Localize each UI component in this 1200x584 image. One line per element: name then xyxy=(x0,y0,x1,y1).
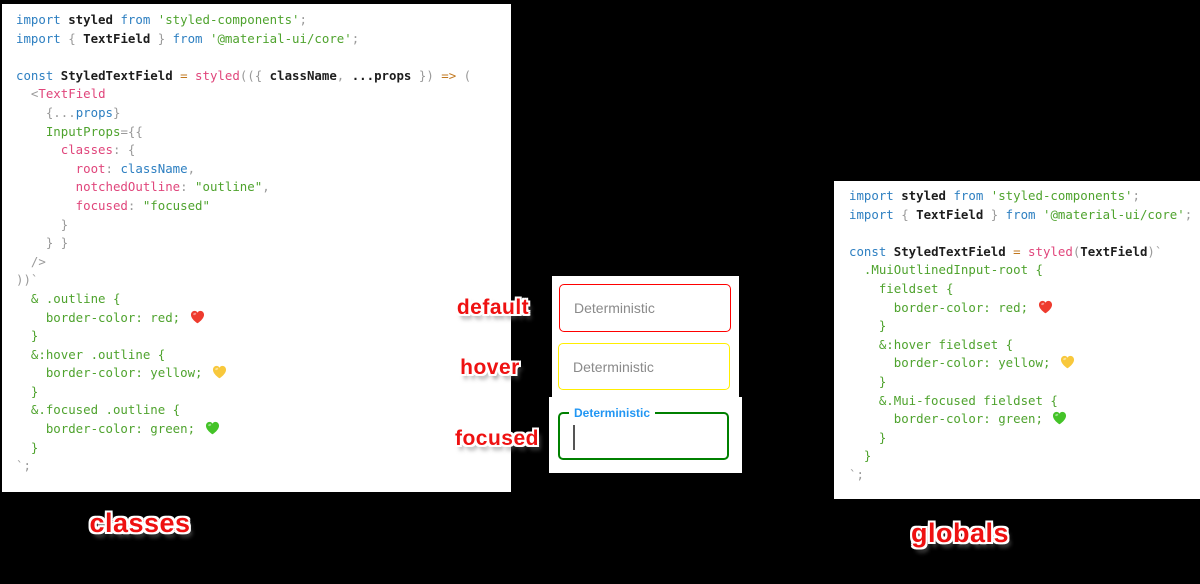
code-line: } xyxy=(849,429,887,445)
classes-code-block: import styled from 'styled-components'; i… xyxy=(2,4,511,492)
textfield-demo-panel-top xyxy=(552,276,739,397)
code-line: } xyxy=(849,448,872,464)
code-line xyxy=(16,48,511,67)
green-heart-emoji xyxy=(1053,412,1067,425)
code-line: {...props} xyxy=(16,104,121,120)
focused-state-caption: focused xyxy=(454,427,539,450)
code-line: border-color: red; xyxy=(849,299,1200,318)
code-line: } xyxy=(16,383,39,399)
textfield-hover-input[interactable] xyxy=(573,344,713,389)
code-line: } xyxy=(849,373,887,389)
code-line: classes: { xyxy=(16,142,136,158)
code-line: `; xyxy=(849,466,864,482)
textfield-default-input[interactable] xyxy=(574,285,714,331)
code-line: import styled from 'styled-components'; xyxy=(16,12,307,27)
default-state-caption: default xyxy=(456,296,530,319)
code-line: root: className, xyxy=(16,160,196,176)
textfield-focused[interactable]: Deterministic xyxy=(558,405,729,460)
textfield-default[interactable] xyxy=(559,284,731,332)
code-line: &.Mui-focused fieldset { xyxy=(849,392,1058,408)
code-line: ))` xyxy=(16,272,39,288)
globals-code-block: import styled from 'styled-components'; i… xyxy=(834,181,1200,499)
code-line: <TextField xyxy=(16,86,106,102)
code-line: fieldset { xyxy=(849,280,954,296)
code-line: } xyxy=(16,328,39,344)
code-line: } xyxy=(849,318,887,334)
code-line: border-color: yellow; xyxy=(849,354,1200,373)
code-line: &:hover .outline { xyxy=(16,346,166,362)
code-line: notchedOutline: "outline", xyxy=(16,179,270,195)
code-line: /> xyxy=(16,253,46,269)
code-line: import { TextField } from '@material-ui/… xyxy=(849,206,1193,222)
red-heart-emoji xyxy=(190,310,204,323)
code-line: const StyledTextField = styled(({ classN… xyxy=(16,67,472,83)
code-line: border-color: red; xyxy=(16,309,511,328)
green-heart-emoji xyxy=(205,421,219,435)
code-line: .MuiOutlinedInput-root { xyxy=(849,262,1043,278)
code-line: & .outline { xyxy=(16,290,121,306)
text-cursor xyxy=(573,425,575,450)
textfield-focused-input[interactable] xyxy=(578,414,718,458)
code-line: &:hover fieldset { xyxy=(849,336,1014,352)
code-line: border-color: yellow; xyxy=(16,364,511,383)
code-line: } xyxy=(16,439,39,455)
textfield-demo-panel-bottom: Deterministic xyxy=(549,397,742,473)
code-line: `; xyxy=(16,458,31,474)
yellow-heart-emoji xyxy=(1060,356,1074,369)
code-line: import styled from 'styled-components'; xyxy=(849,188,1140,203)
classes-caption: classes xyxy=(89,508,191,538)
code-line: border-color: green; xyxy=(849,410,1200,429)
textfield-hover[interactable] xyxy=(558,343,730,390)
code-line: focused: "focused" xyxy=(16,197,210,213)
code-line: InputProps={{ xyxy=(16,123,143,139)
red-heart-emoji xyxy=(1038,300,1052,313)
code-line: import { TextField } from '@material-ui/… xyxy=(16,30,360,46)
code-line: const StyledTextField = styled(TextField… xyxy=(849,243,1163,259)
code-line: border-color: green; xyxy=(16,420,511,439)
globals-caption: globals xyxy=(910,518,1009,548)
code-line xyxy=(849,224,1200,243)
code-line: } xyxy=(16,216,69,232)
code-line: &.focused .outline { xyxy=(16,402,181,418)
hover-state-caption: hover xyxy=(460,356,520,379)
yellow-heart-emoji xyxy=(212,366,227,379)
code-line: } } xyxy=(16,235,69,251)
